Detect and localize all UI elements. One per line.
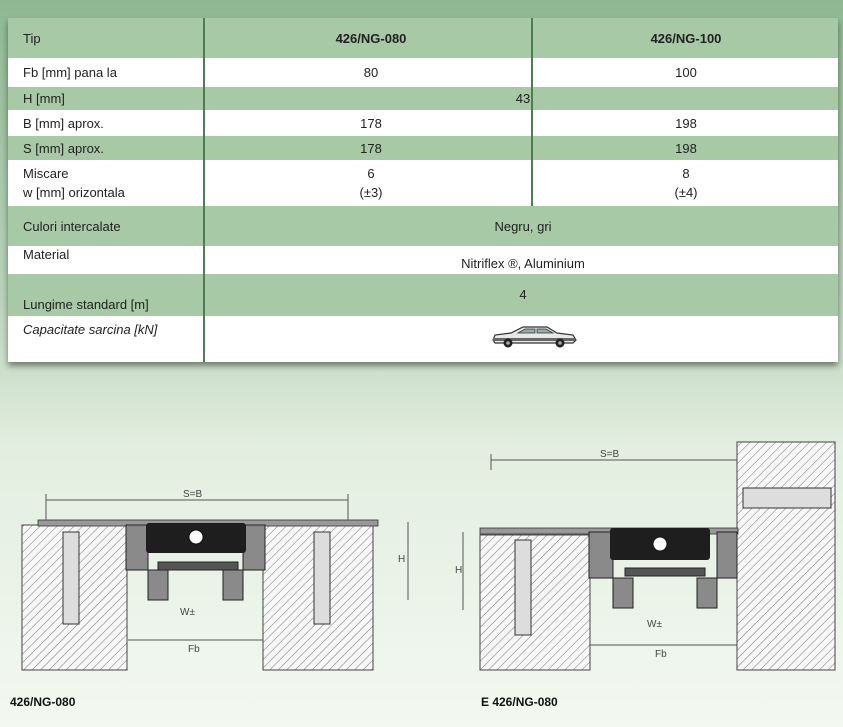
row-movement: Miscare w [mm] orizontala 6 (±3) 8 (±4) [8, 160, 838, 206]
row-value: 6 (±3) [208, 160, 534, 206]
dim-label-s: S=B [183, 489, 203, 500]
drawing-426-ng-080: S=B H W± Fb [21, 489, 409, 671]
row-value: 80 [363, 65, 379, 80]
spec-table: Tip 426/NG-080 426/NG-100 Fb [mm] pana l… [8, 18, 838, 362]
value-line1: 6 [367, 166, 375, 181]
caption-left: 426/NG-080 [10, 695, 76, 709]
bottom-seal [624, 567, 706, 577]
concrete-wall [736, 441, 836, 671]
row-label: Capacitate sarcina [kN] [23, 322, 158, 337]
row-value: 4 [519, 287, 527, 302]
row-label: Culori intercalate [23, 218, 121, 234]
row-label: Material [23, 247, 70, 262]
value-line2: (±3) [359, 185, 383, 200]
row-label: Fb [mm] pana la [23, 65, 117, 80]
row-value: 43 [515, 91, 531, 106]
row-fb: Fb [mm] pana la 80 100 [8, 58, 838, 87]
row-s: S [mm] aprox. 178 198 [8, 136, 838, 160]
row-label: B [mm] aprox. [23, 115, 104, 131]
row-label: Lungime standard [m] [23, 297, 149, 312]
anchor-left [62, 531, 80, 625]
row-label: H [mm] [23, 91, 65, 106]
row-load: Capacitate sarcina [kN] [8, 316, 838, 362]
row-value: Negru, gri [494, 218, 552, 234]
drawing-e-426-ng-080: S=B H W± Fb [455, 441, 836, 671]
dim-label-h: H [398, 554, 405, 565]
row-label-line1: Miscare [23, 166, 69, 181]
header-row: Tip 426/NG-080 426/NG-100 [8, 18, 838, 58]
insert-hole [652, 536, 668, 552]
row-label-line2: w [mm] orizontala [23, 185, 125, 200]
anchor-right [313, 531, 331, 625]
value-line1: 8 [682, 166, 690, 181]
caption-right: E 426/NG-080 [481, 695, 558, 709]
row-h: H [mm] 43 [8, 87, 838, 110]
row-b: B [mm] aprox. 178 198 [8, 110, 838, 136]
value-line2: (±4) [674, 185, 698, 200]
dim-label-w: W± [647, 619, 662, 630]
header-label: Tip [23, 30, 41, 46]
dim-label-h: H [455, 565, 462, 576]
row-value: 8 (±4) [534, 160, 838, 206]
row-value: 178 [360, 140, 382, 156]
car-icon [492, 326, 577, 348]
row-label: Miscare w [mm] orizontala [23, 160, 125, 206]
row-label: S [mm] aprox. [23, 140, 104, 156]
row-colors: Culori intercalate Negru, gri [8, 206, 838, 246]
header-col2: 426/NG-100 [650, 30, 722, 46]
row-value: 198 [675, 140, 697, 156]
row-value: 100 [675, 65, 697, 80]
anchor-wall [742, 487, 832, 509]
insert-hole [188, 529, 204, 545]
anchor-floor [514, 539, 532, 636]
bottom-seal [157, 561, 239, 571]
row-value: 198 [675, 115, 697, 131]
column-divider [203, 18, 205, 362]
dim-label-fb: Fb [188, 644, 200, 655]
concrete-slab [479, 534, 591, 671]
header-col1: 426/NG-080 [335, 30, 407, 46]
row-value: 178 [360, 115, 382, 131]
dim-label-fb: Fb [655, 649, 667, 660]
row-material: Material Nitriflex ®, Aluminium [8, 246, 838, 274]
column-divider [531, 18, 533, 206]
row-length: Lungime standard [m] 4 [8, 274, 838, 316]
dim-label-s: S=B [600, 449, 620, 460]
row-value: Nitriflex ®, Aluminium [461, 256, 585, 271]
dim-label-w: W± [180, 607, 195, 618]
profile-right [696, 531, 738, 609]
